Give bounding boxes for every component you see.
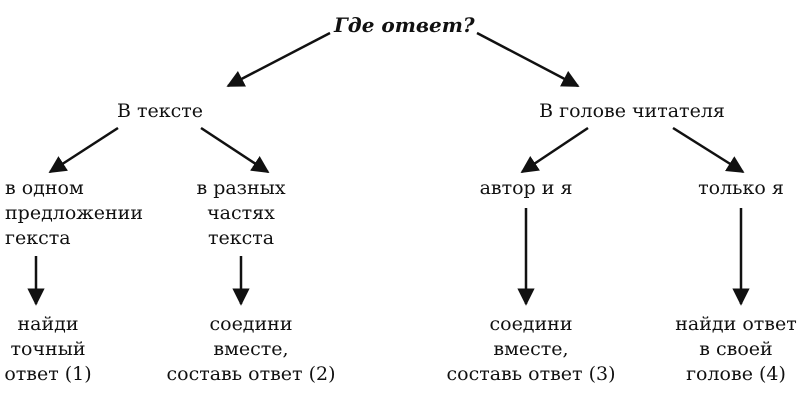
result-3: соедини вместе, составь ответ (3) (436, 312, 626, 387)
node-different-parts: в разных частях текста (171, 176, 311, 251)
node-different-parts-line: текста (207, 227, 275, 249)
result-3-line: соедини (489, 313, 573, 335)
result-2-line: соедини (209, 313, 293, 335)
result-3-line: составь ответ (3) (446, 363, 616, 385)
arrow-text-to-different-parts (200, 126, 270, 174)
node-different-parts-line: частях (207, 202, 275, 224)
result-4: найди ответ в своей голове (4) (667, 312, 805, 387)
node-author-and-me: автор и я (466, 176, 586, 201)
arrow-reader-to-author-and-me (520, 126, 589, 174)
arrow-text-to-one-sentence (48, 126, 119, 174)
node-only-me-line: только я (698, 177, 784, 199)
node-one-sentence-line: гекста (5, 227, 71, 249)
result-1-line: ответ (1) (4, 363, 92, 385)
node-author-and-me-line: автор и я (479, 177, 573, 199)
node-one-sentence: в одном предложении гекста (5, 176, 155, 251)
result-2-line: составь ответ (2) (166, 363, 336, 385)
result-4-line: голове (4) (686, 363, 786, 385)
branch-in-text-label: В тексте (116, 100, 204, 122)
branch-in-reader-head-label: В голове читателя (539, 100, 725, 122)
arrow-reader-to-only-me (672, 126, 745, 174)
result-4-line: в своей (699, 338, 773, 360)
node-one-sentence-line: в одном (5, 177, 84, 199)
result-1: найди точный ответ (1) (0, 312, 96, 387)
node-different-parts-line: в разных (196, 177, 286, 199)
arrow-root-to-reader (476, 31, 580, 88)
result-1-line: точный (10, 338, 86, 360)
result-3-line: вместе, (493, 338, 569, 360)
result-2-line: вместе, (213, 338, 289, 360)
node-one-sentence-line: предложении (5, 202, 143, 224)
result-2: соедини вместе, составь ответ (2) (156, 312, 346, 387)
node-only-me: только я (679, 176, 803, 201)
result-1-line: найди (17, 313, 79, 335)
arrow-root-to-text (226, 31, 331, 88)
root-question: Где ответ? (334, 13, 475, 37)
result-4-line: найди ответ (675, 313, 797, 335)
